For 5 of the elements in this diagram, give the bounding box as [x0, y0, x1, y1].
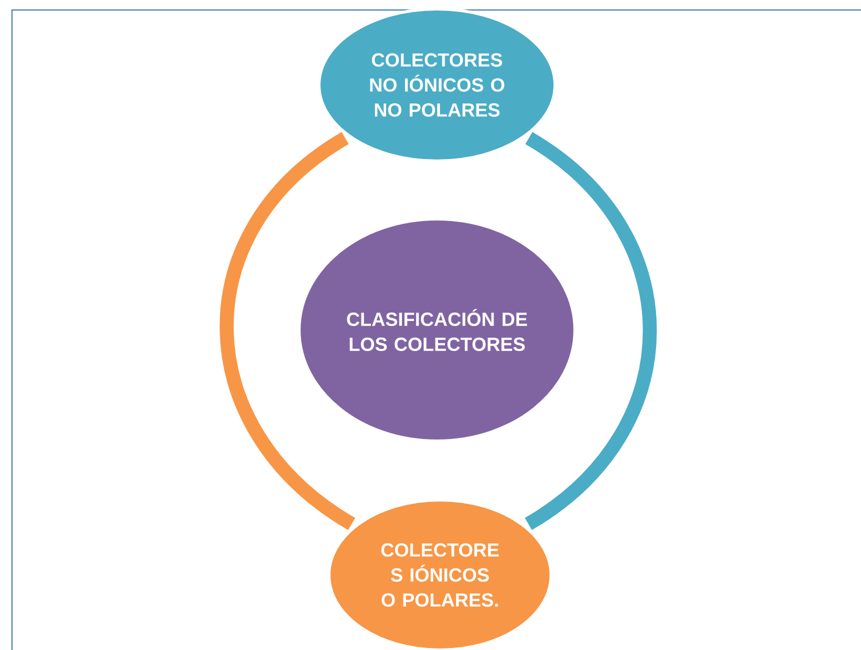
- arc-connector: [220, 132, 356, 530]
- ellipse-node: COLECTORE S IÓNICOS O POLARES.: [328, 498, 552, 650]
- ellipse-node: CLASIFICACIÓN DE LOS COLECTORES: [298, 218, 576, 442]
- ellipse-node: COLECTORES NO IÓNICOS O NO POLARES: [318, 8, 556, 162]
- arc-connector: [524, 132, 657, 530]
